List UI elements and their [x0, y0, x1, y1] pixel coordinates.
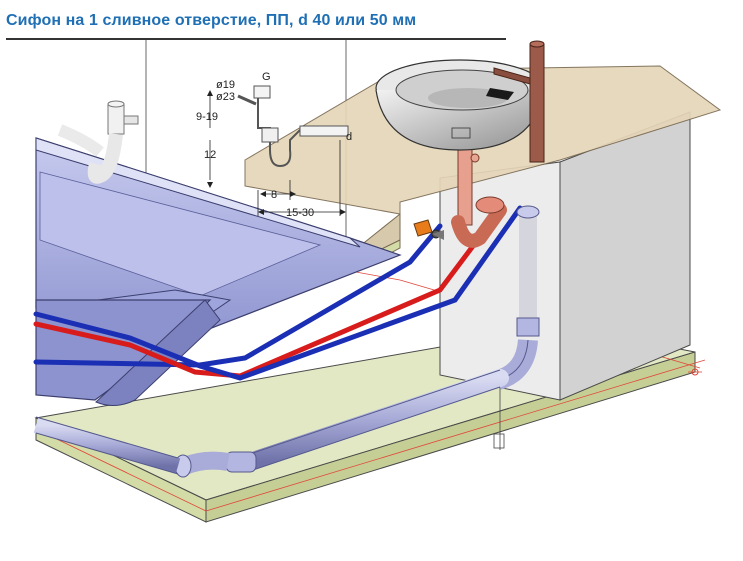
cold-water-pipe-upper: [33, 205, 523, 381]
dim-height-range: 9-19: [196, 111, 218, 123]
dim-outlet-19: ø19: [216, 79, 235, 91]
vent-pipe: [493, 40, 545, 163]
siphon-dimension-drawing: ø19 ø23 G 9-19 12 d 8 15-30: [196, 71, 352, 219]
sink-siphon: [451, 144, 507, 248]
dim-trap-height: 12: [204, 149, 216, 161]
hot-water-pipe: [33, 207, 503, 379]
dim-outlet-d: d: [346, 131, 352, 143]
title-underline: [6, 38, 506, 40]
dim-outlet-23: ø23: [216, 91, 235, 103]
page-title: Сифон на 1 сливное отверстие, ПП, d 40 и…: [6, 12, 417, 29]
dim-length-range: 15-30: [286, 207, 314, 219]
drain-pipe: [33, 205, 540, 478]
reference-marker: [688, 368, 702, 376]
angle-valve: [413, 219, 444, 240]
dim-thread-g: G: [262, 71, 271, 83]
dim-spacing: 8: [271, 189, 277, 201]
cold-water-pipe-lower: [33, 223, 443, 368]
bathtub: [35, 137, 402, 406]
bath-siphon-model: [57, 100, 139, 184]
